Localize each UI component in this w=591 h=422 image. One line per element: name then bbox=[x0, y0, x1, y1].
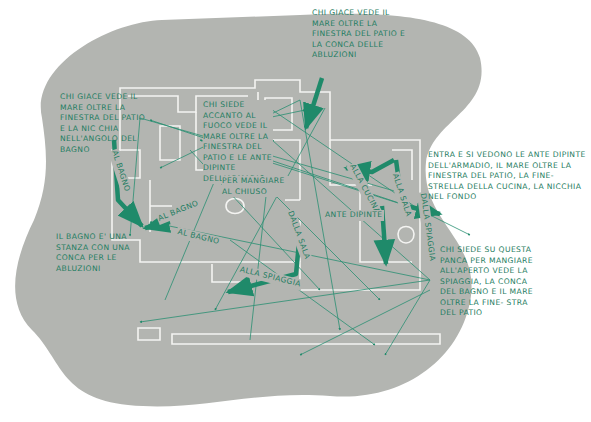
note: CHI GIACE VEDE IL MARE OLTRE LA FINESTRA… bbox=[60, 92, 146, 155]
sight-lines bbox=[130, 100, 470, 355]
grey-ground bbox=[15, 14, 481, 407]
note: CHI GIACE VEDE IL MARE OLTRE LA FINESTRA… bbox=[312, 8, 410, 61]
note: CHI SIEDE ACCANTO AL FUOCO VEDE IL MARE … bbox=[203, 100, 273, 184]
floor-plan bbox=[112, 80, 440, 344]
room-label: PER MANGIARE AL CHIUSO bbox=[222, 176, 294, 197]
movement-arrows bbox=[114, 78, 440, 292]
room-label: ANTE DIPINTE bbox=[324, 210, 384, 221]
note: CHI SIEDE SU QUESTA PANCA PER MANGIARE A… bbox=[440, 245, 544, 319]
note: IL BAGNO E' UNA STANZA CON UNA CONCA PER… bbox=[56, 232, 140, 274]
note: ENTRA E SI VEDONO LE ANTE DIPINTE DELL'A… bbox=[428, 150, 588, 203]
